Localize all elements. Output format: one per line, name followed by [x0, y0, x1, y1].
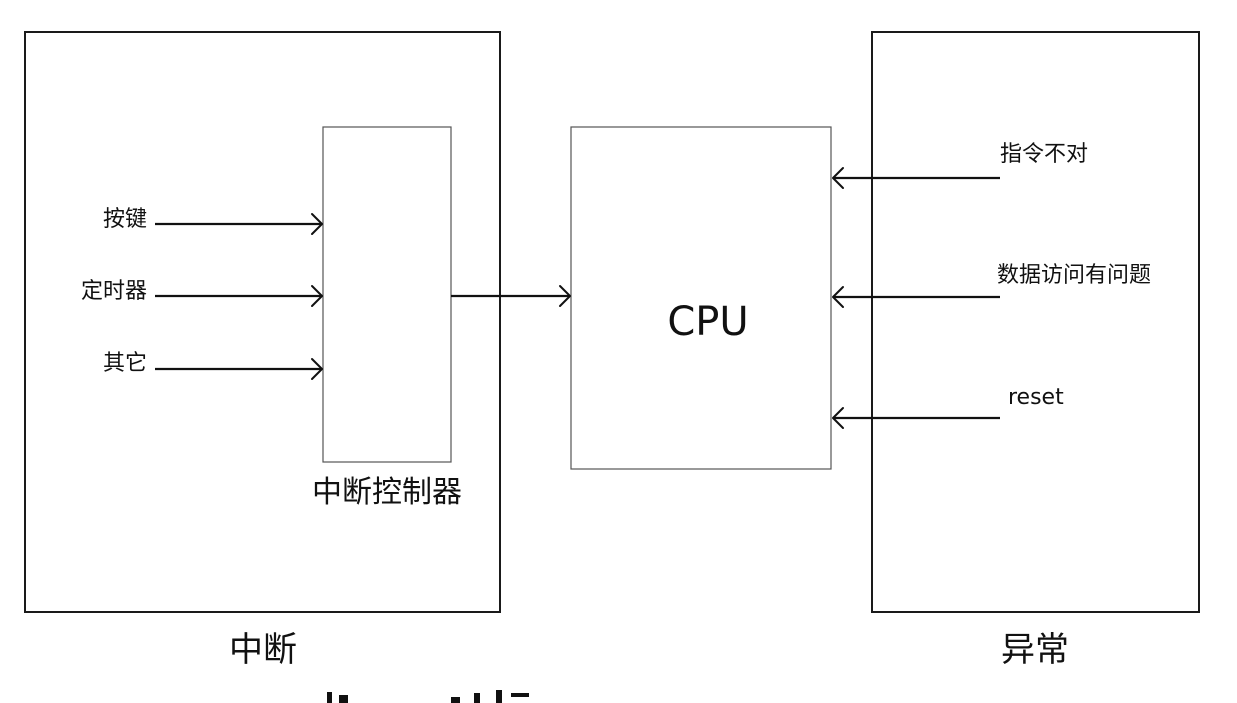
- exception-source-label: 指令不对: [1000, 142, 1088, 167]
- interrupt-source-arrow-timer: [155, 285, 323, 307]
- interrupt-source-arrow-keys: [155, 213, 323, 235]
- cpu-box: [570, 126, 832, 470]
- exception-panel: [871, 31, 1200, 613]
- cpu-label: CPU: [667, 299, 748, 345]
- exception-source-label: 数据访问有问题: [997, 263, 1151, 288]
- exception-panel-caption: 异常: [1001, 630, 1069, 670]
- interrupt-source-arrow-other: [155, 358, 323, 380]
- controller-to-cpu-arrow: [451, 285, 571, 307]
- exception-arrow-data-access: [832, 286, 1000, 308]
- exception-arrow-reset: [832, 407, 1000, 429]
- interrupt-source-label: 定时器: [81, 279, 147, 304]
- interrupt-controller-box: [322, 126, 452, 463]
- exception-source-label: reset: [1008, 385, 1064, 410]
- interrupt-panel: [24, 31, 501, 613]
- interrupt-controller-label: 中断控制器: [312, 475, 462, 510]
- interrupt-panel-caption: 中断: [229, 630, 297, 670]
- exception-arrow-bad-instruction: [832, 167, 1000, 189]
- interrupt-source-label: 其它: [103, 351, 147, 376]
- cropped-text-fragment: [327, 690, 529, 703]
- interrupt-source-label: 按键: [103, 207, 147, 232]
